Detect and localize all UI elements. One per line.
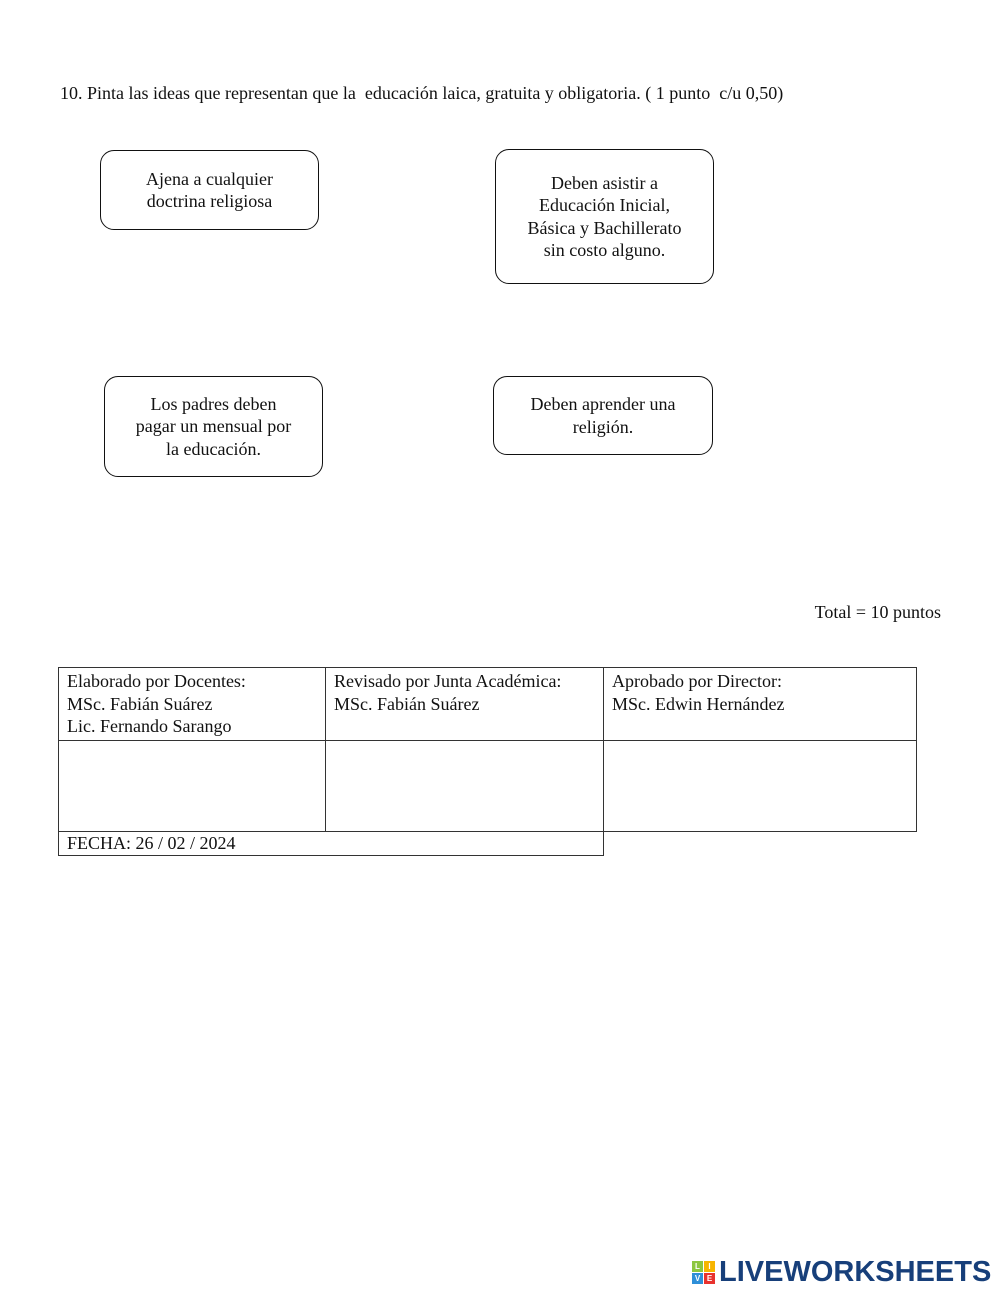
aprobado-title: Aprobado por Director: bbox=[612, 671, 782, 691]
option-line: sin costo alguno. bbox=[543, 240, 666, 260]
elaborado-title: Elaborado por Docentes: bbox=[67, 671, 246, 691]
signature-space bbox=[325, 739, 604, 832]
option-line: Los padres deben bbox=[150, 393, 277, 414]
signature-space bbox=[603, 739, 917, 832]
aprobado-name: MSc. Edwin Hernández bbox=[612, 693, 785, 714]
option-line: doctrina religiosa bbox=[146, 191, 273, 211]
revisado-title: Revisado por Junta Académica: bbox=[334, 671, 562, 691]
elaborado-name: MSc. Fabián Suárez bbox=[67, 693, 213, 714]
option-line: pagar un mensual por bbox=[135, 416, 292, 437]
question-text: 10. Pinta las ideas que representan que … bbox=[60, 83, 784, 103]
fecha-cell: FECHA: 26 / 02 / 2024 bbox=[58, 830, 604, 856]
option-line: Básica y Bachillerato bbox=[527, 217, 682, 238]
elaborado-name: Lic. Fernando Sarango bbox=[67, 716, 232, 736]
option-line: Educación Inicial, bbox=[539, 195, 670, 215]
signature-space bbox=[58, 739, 326, 832]
signature-table: Elaborado por Docentes: MSc. Fabián Suár… bbox=[58, 667, 917, 856]
revisado-name: MSc. Fabián Suárez bbox=[334, 693, 480, 714]
logo-text: LIVEWORKSHEETS bbox=[719, 1256, 992, 1288]
option-line: Ajena a cualquier bbox=[146, 168, 273, 189]
option-line: Deben asistir a bbox=[551, 172, 658, 193]
option-line: Deben aprender una bbox=[530, 394, 676, 414]
revisado-cell: Revisado por Junta Académica: MSc. Fabiá… bbox=[325, 667, 604, 741]
option-line: la educación. bbox=[166, 438, 261, 459]
elaborado-cell: Elaborado por Docentes: MSc. Fabián Suár… bbox=[58, 667, 326, 741]
aprobado-cell: Aprobado por Director: MSc. Edwin Hernán… bbox=[603, 667, 917, 741]
option-line: religión. bbox=[572, 416, 634, 437]
total-score: Total = 10 puntos bbox=[814, 602, 941, 622]
